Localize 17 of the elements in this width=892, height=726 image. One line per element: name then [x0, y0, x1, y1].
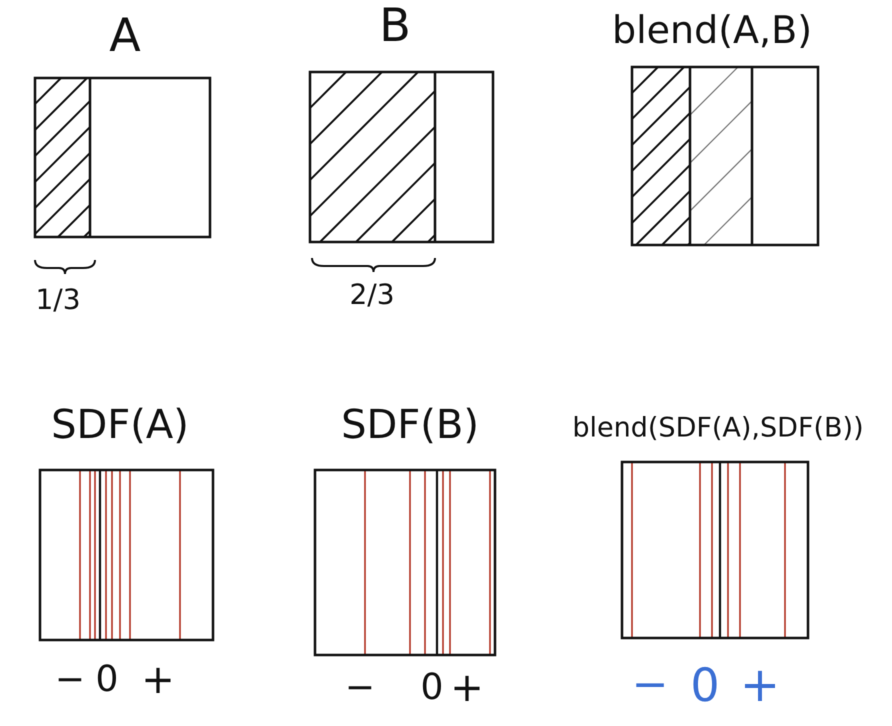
- sign-label: 0: [96, 662, 118, 698]
- sign-label: −: [54, 662, 86, 698]
- sign-label: −: [344, 670, 376, 706]
- panel-title: blend(A,B): [612, 11, 812, 49]
- sign-label: +: [740, 661, 780, 709]
- panel-title: SDF(B): [341, 405, 479, 445]
- sign-label: +: [141, 660, 175, 700]
- sign-label: +: [450, 668, 484, 708]
- panel-title: A: [109, 12, 141, 58]
- panel-title: SDF(A): [51, 405, 189, 445]
- fraction-label: 1/3: [35, 286, 81, 314]
- sign-label: 0: [690, 662, 720, 708]
- fraction-label: 2/3: [349, 281, 395, 309]
- sign-label: −: [632, 663, 668, 707]
- sign-label: 0: [420, 670, 444, 706]
- panel-title: blend(SDF(A),SDF(B)): [572, 414, 864, 442]
- panel-title: B: [379, 2, 411, 48]
